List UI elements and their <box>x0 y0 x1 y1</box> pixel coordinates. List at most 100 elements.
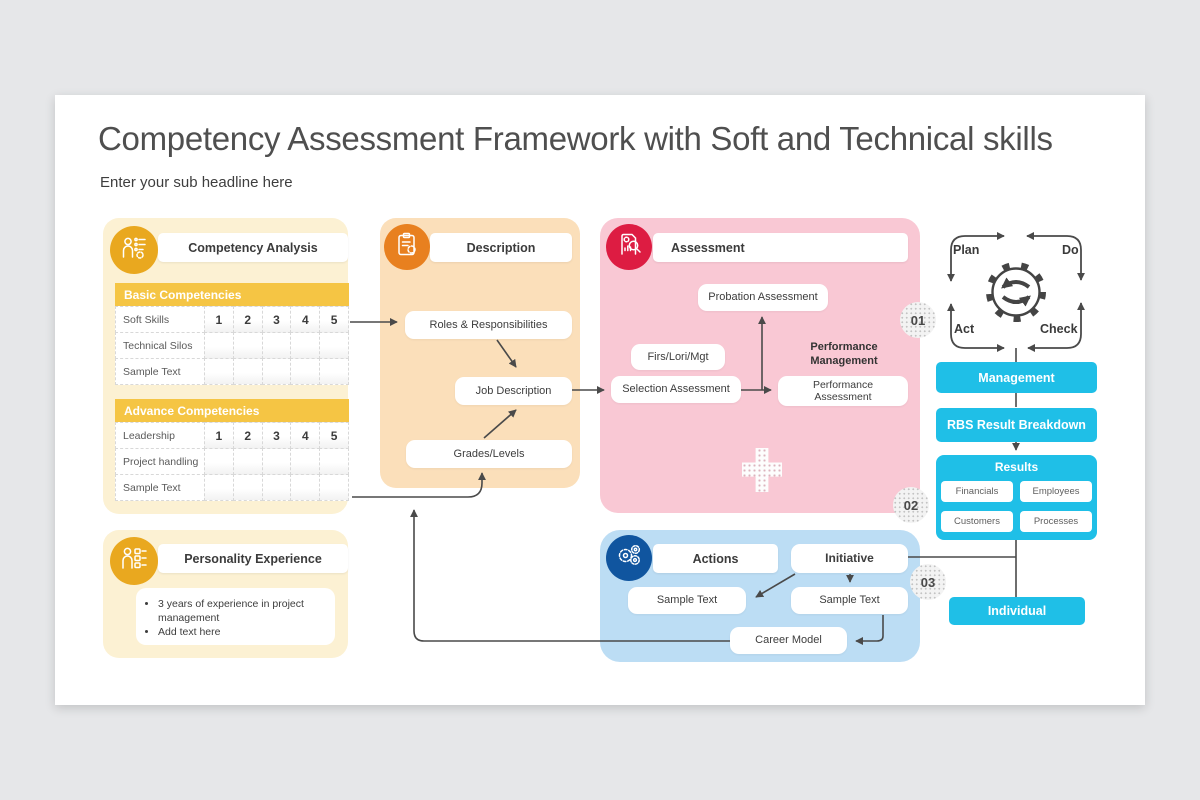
probation-assessment-label: Probation Assessment <box>708 291 818 304</box>
basic-competencies-bar: Basic Competencies <box>115 283 349 306</box>
individual-box: Individual <box>949 597 1085 625</box>
actions-title: Actions <box>692 551 739 566</box>
table-cell <box>261 448 292 475</box>
performance-assessment-label: Performance Assessment <box>812 378 874 403</box>
competency-analysis-title: Competency Analysis <box>188 240 318 255</box>
table-row: Sample Text <box>115 474 349 501</box>
row-label: Sample Text <box>115 358 205 385</box>
firs-lori-mgt-box: Firs/Lori/Mgt <box>631 344 725 370</box>
table-cell: 2 <box>232 422 263 449</box>
customers-box: Customers <box>941 511 1013 532</box>
processes-box: Processes <box>1020 511 1092 532</box>
table-cell: 4 <box>290 422 321 449</box>
person-checklist-icon <box>119 544 149 579</box>
actions-header: Actions <box>653 544 778 573</box>
table-cell <box>261 332 292 359</box>
rbs-result-breakdown-box: RBS Result Breakdown <box>936 408 1097 442</box>
roles-responsibilities-label: Roles & Responsibilities <box>429 318 548 331</box>
personality-experience-header: Personality Experience <box>158 544 348 573</box>
career-model-label: Career Model <box>755 634 822 647</box>
row-label: Leadership <box>115 422 205 449</box>
actions-circle <box>606 535 652 581</box>
table-cell <box>204 358 234 385</box>
table-cell <box>261 358 292 385</box>
badge-number: 03 <box>920 574 936 590</box>
assessment-header: Assessment <box>653 233 908 262</box>
table-cell <box>204 332 234 359</box>
competency-circle <box>110 226 158 274</box>
row-label: Project handling <box>115 448 205 475</box>
table-cell <box>204 474 234 501</box>
page-subtitle: Enter your sub headline here <box>100 174 293 191</box>
results-label: Results <box>994 460 1039 474</box>
probation-assessment-box: Probation Assessment <box>698 284 828 311</box>
table-cell <box>232 332 263 359</box>
document-magnifier-icon <box>615 231 643 264</box>
selection-assessment-box: Selection Assessment <box>611 376 741 403</box>
financials-label: Financials <box>955 486 999 497</box>
description-title: Description <box>466 240 536 255</box>
table-cell <box>319 448 349 475</box>
table-cell: 1 <box>204 422 234 449</box>
table-cell <box>319 358 349 385</box>
badge-number: 01 <box>910 312 926 328</box>
grades-levels-box: Grades/Levels <box>406 440 572 468</box>
table-cell <box>290 332 321 359</box>
table-cell <box>204 448 234 475</box>
table-cell: 3 <box>261 306 292 333</box>
assessment-circle <box>606 224 652 270</box>
personality-experience-title: Personality Experience <box>184 551 322 566</box>
table-cell <box>232 448 263 475</box>
advance-competencies-bar: Advance Competencies <box>115 399 349 422</box>
financials-box: Financials <box>941 481 1013 502</box>
table-row: Sample Text <box>115 358 349 385</box>
table-cell: 2 <box>232 306 263 333</box>
person-checklist-gear-icon <box>119 233 149 268</box>
job-description-label: Job Description <box>475 384 552 397</box>
pdca-check-label: Check <box>1040 322 1078 336</box>
roles-responsibilities-box: Roles & Responsibilities <box>405 311 572 339</box>
table-cell <box>232 474 263 501</box>
table-cell: 5 <box>319 422 349 449</box>
step-badge-03: 03 <box>910 564 946 600</box>
table-cell <box>261 474 292 501</box>
table-cell <box>290 474 321 501</box>
sample-text-left-box: Sample Text <box>628 587 746 614</box>
table-cell: 5 <box>319 306 349 333</box>
employees-label: Employees <box>1032 486 1080 497</box>
experience-list: 3 years of experience in project managem… <box>136 588 335 645</box>
performance-assessment-box: Performance Assessment <box>778 376 908 406</box>
clipboard-gear-icon <box>393 231 421 264</box>
list-item: 3 years of experience in project managem… <box>158 597 335 625</box>
row-label: Technical Silos <box>115 332 205 359</box>
step-badge-02: 02 <box>893 487 929 523</box>
pdca-act-label: Act <box>954 322 975 336</box>
pdca-plan-label: Plan <box>953 243 980 257</box>
management-box: Management <box>936 362 1097 393</box>
selection-assessment-label: Selection Assessment <box>622 383 730 396</box>
career-model-box: Career Model <box>730 627 847 654</box>
individual-label: Individual <box>987 604 1047 618</box>
customers-label: Customers <box>954 516 1000 527</box>
performance-management-label: Performance Management <box>810 341 878 367</box>
badge-number: 02 <box>903 497 919 513</box>
table-row: Leadership 1 2 3 4 5 <box>115 422 349 449</box>
grades-levels-label: Grades/Levels <box>453 447 525 460</box>
employees-box: Employees <box>1020 481 1092 502</box>
table-cell <box>319 332 349 359</box>
gears-icon <box>615 542 643 575</box>
table-row: Technical Silos <box>115 332 349 359</box>
description-circle <box>384 224 430 270</box>
rbs-result-breakdown-label: RBS Result Breakdown <box>947 418 1086 432</box>
description-header: Description <box>430 233 572 262</box>
competency-analysis-header: Competency Analysis <box>158 233 348 262</box>
personality-circle <box>110 537 158 585</box>
table-cell <box>290 358 321 385</box>
advance-competencies-label: Advance Competencies <box>124 403 260 418</box>
firs-lori-mgt-label: Firs/Lori/Mgt <box>647 350 709 363</box>
list-item: Add text here <box>158 625 335 639</box>
table-cell <box>290 448 321 475</box>
row-label: Soft Skills <box>115 306 205 333</box>
initiative-label: Initiative <box>825 550 874 565</box>
